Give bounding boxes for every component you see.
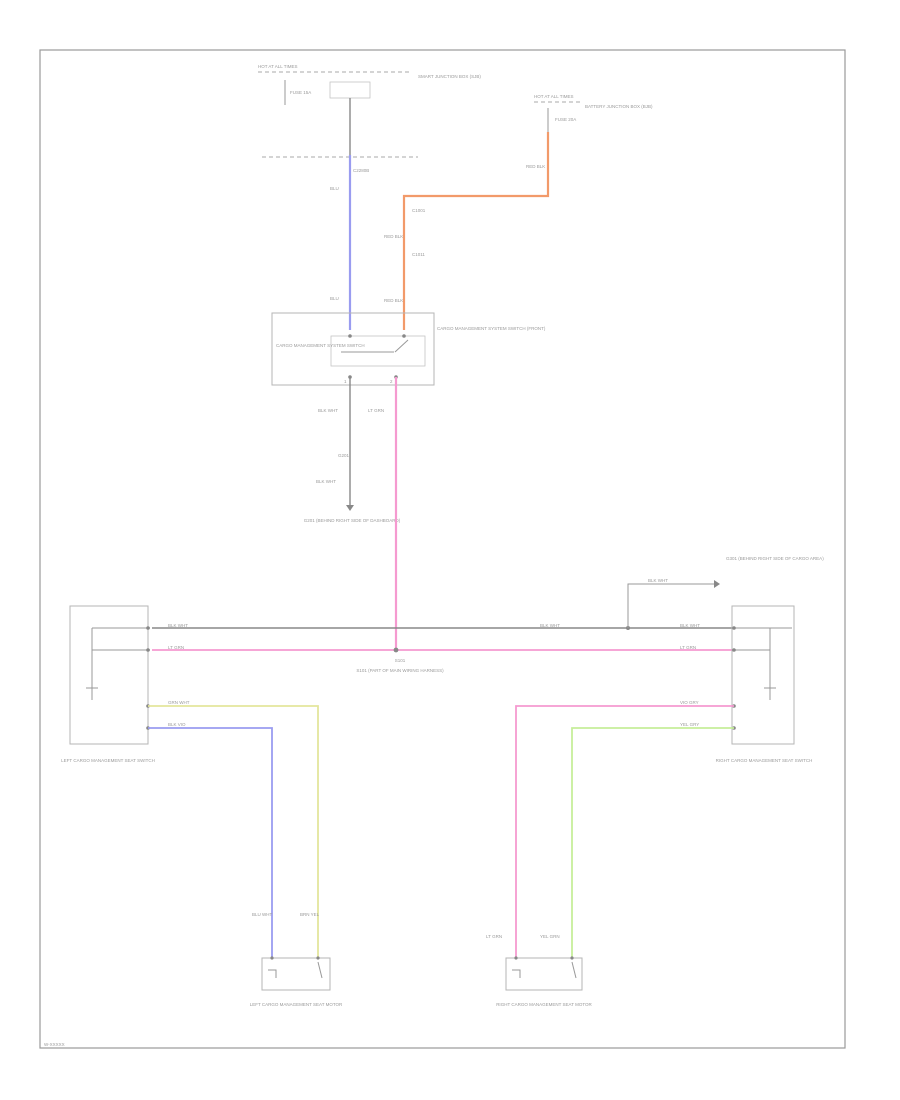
right-ground-arrow	[714, 580, 720, 588]
right-switch-label: RIGHT CARGO MANAGEMENT SEAT SWITCH	[716, 758, 813, 763]
bottom-right-motor-box	[505, 957, 583, 991]
splice-id: S101	[395, 658, 406, 663]
right-bus-pink-label: LT GRN	[680, 645, 696, 650]
green-right-drop-wire	[571, 727, 734, 958]
right-switch-box	[731, 605, 795, 745]
splice-label: S101 (PART OF MAIN WIRING HARNESS)	[356, 668, 444, 673]
right-ground-label: G301 (BEHIND RIGHT SIDE OF CARGO AREA)	[726, 556, 824, 561]
left-switch-wire4: BLK VIO	[168, 722, 186, 727]
top-right-fuse-label: BATTERY JUNCTION BOX (BJB)	[585, 104, 653, 109]
top-left-connector: C2280B	[353, 168, 369, 173]
bottom-left-wire-left: BLU WHT	[252, 912, 273, 917]
center-ground-label: G201 (BEHIND RIGHT SIDE OF DASHBOARD)	[304, 518, 401, 523]
bottom-right-pin-1	[514, 956, 518, 960]
top-right-wire-top: RED BLK	[526, 164, 545, 169]
center-switch-blade	[394, 339, 409, 353]
bottom-left-pin-2	[316, 956, 320, 960]
center-ground-wire-label: BLK WHT	[316, 479, 336, 484]
bottom-right-contacts	[512, 961, 577, 979]
center-ground-arrow	[346, 505, 354, 511]
right-ground: BLK WHT G301 (BEHIND RIGHT SIDE OF CARGO…	[627, 556, 824, 628]
top-right-wire-low: RED BLK	[384, 298, 403, 303]
left-switch-pin-1	[146, 626, 150, 630]
splice-dot	[393, 647, 399, 653]
right-seat-switch: VIO GRY YEL GRY RIGHT CARGO MANAGEMENT S…	[680, 605, 813, 763]
bottom-left-motor-label: LEFT CARGO MANAGEMENT SEAT MOTOR	[250, 1002, 343, 1007]
bottom-left-motor-box	[261, 957, 331, 991]
center-switch-pin-in-right	[402, 334, 406, 338]
top-left-wire: BLU	[330, 186, 339, 191]
right-ground-wire	[627, 583, 714, 628]
diagram-code: W-XXXXX	[44, 1042, 65, 1047]
center-switch-pin-in-left	[348, 334, 352, 338]
center-switch-pin-left: 1	[344, 379, 347, 384]
bottom-right-motor: LT GRN YEL GRN RIGHT CARGO MANAGEMENT SE…	[486, 934, 593, 1007]
top-left-fuse-box	[329, 81, 371, 99]
center-ground-conn: G201	[338, 453, 350, 458]
right-switch-pin-2	[732, 648, 736, 652]
center-switch-pin-right: 2	[390, 379, 393, 384]
right-switch-wire4: YEL GRY	[680, 722, 699, 727]
left-bus-wire-label: BLK WHT	[168, 623, 188, 628]
center-switch-wire-out-left: BLK WHT	[318, 408, 338, 413]
yellow-left-drop-wire	[148, 705, 319, 958]
bottom-left-contacts	[268, 961, 323, 979]
right-switch-pin-1	[732, 626, 736, 630]
left-bus-pink-label: LT GRN	[168, 645, 184, 650]
bottom-left-motor: BLU WHT BRN YEL LEFT CARGO MANAGEMENT SE…	[250, 912, 343, 1007]
right-bus-wire-label-2: BLK WHT	[680, 623, 700, 628]
center-switch-label-right: CARGO MANAGEMENT SYSTEM SWITCH (FRONT)	[437, 326, 546, 331]
diagram-frame	[39, 49, 846, 1049]
left-switch-label: LEFT CARGO MANAGEMENT SEAT SWITCH	[61, 758, 155, 763]
center-switch-wire-out-right: LT GRN	[368, 408, 384, 413]
center-switch-label-left: CARGO MANAGEMENT SYSTEM SWITCH	[276, 343, 365, 348]
orange-feed-wire	[402, 132, 550, 330]
blue-left-drop-wire	[148, 727, 273, 958]
center-switch-inner-box	[330, 335, 426, 367]
right-ground-wire-label: BLK WHT	[648, 578, 668, 583]
top-left-source: HOT AT ALL TIMES	[258, 64, 298, 69]
top-right-power: HOT AT ALL TIMES FUSE 20A BATTERY JUNCTI…	[384, 94, 653, 303]
bottom-right-motor-label: RIGHT CARGO MANAGEMENT SEAT MOTOR	[496, 1002, 592, 1007]
bottom-left-wire-right: BRN YEL	[300, 912, 320, 917]
top-right-connector-top: C1001	[412, 208, 426, 213]
left-seat-switch: GRN WHT BLK VIO LEFT CARGO MANAGEMENT SE…	[61, 605, 190, 763]
center-switch-outer-box	[271, 312, 435, 386]
top-right-fuse: FUSE 20A	[555, 117, 576, 122]
left-switch-pin-2	[146, 648, 150, 652]
top-left-power: HOT AT ALL TIMES FUSE 15A SMART JUNCTION…	[258, 64, 481, 301]
top-left-fuse: FUSE 15A	[290, 90, 311, 95]
left-switch-wire3: GRN WHT	[168, 700, 190, 705]
center-switch: CARGO MANAGEMENT SYSTEM SWITCH CARGO MAN…	[271, 312, 546, 413]
bottom-right-pin-2	[570, 956, 574, 960]
top-left-wire-2: BLU	[330, 296, 339, 301]
bottom-right-wire-right: YEL GRN	[540, 934, 560, 939]
left-switch-contacts	[86, 627, 150, 700]
top-right-source: HOT AT ALL TIMES	[534, 94, 574, 99]
pink-right-drop-wire	[515, 705, 734, 958]
right-switch-contacts	[734, 627, 792, 700]
top-left-fuse-label: SMART JUNCTION BOX (SJB)	[418, 74, 481, 79]
center-ground: G201 BLK WHT G201 (BEHIND RIGHT SIDE OF …	[304, 377, 401, 523]
top-right-wire-mid: RED BLK	[384, 234, 403, 239]
right-switch-wire3: VIO GRY	[680, 700, 699, 705]
right-bus-wire-label: BLK WHT	[540, 623, 560, 628]
top-right-connector-mid: C1011	[412, 252, 425, 257]
bottom-right-wire-left: LT GRN	[486, 934, 502, 939]
left-switch-box	[69, 605, 149, 745]
bottom-left-pin-1	[270, 956, 274, 960]
